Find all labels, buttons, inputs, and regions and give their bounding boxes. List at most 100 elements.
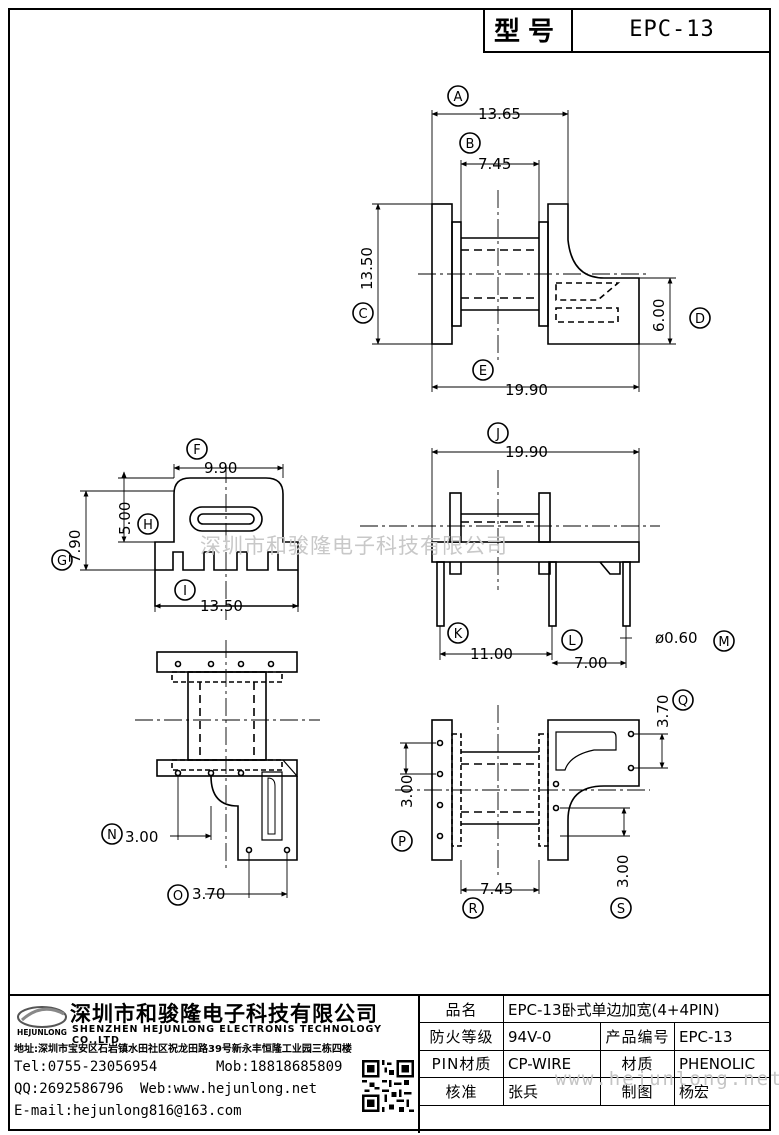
front-view (360, 448, 660, 668)
svg-text:E: E (479, 364, 487, 379)
spec-row-approval: 核准 张兵 制图 杨宏 (420, 1078, 771, 1106)
svg-text:K: K (454, 627, 463, 642)
marker-F: F (186, 438, 208, 460)
spec-mat-value: PHENOLIC (679, 1054, 756, 1073)
company-logo-icon: HEJUNLONG (17, 1006, 67, 1037)
marker-E: E (472, 359, 494, 381)
company-mob: Mob:18818685809 (216, 1059, 343, 1075)
marker-Q: Q (672, 689, 694, 711)
spec-row-material: PIN材质 CP-WIRE 材质 PHENOLIC (420, 1050, 771, 1079)
title-block: HEJUNLONG 深圳市和骏隆电子科技有限公司 SHENZHEN HEJUNL… (8, 994, 771, 1133)
spec-name-value: EPC-13卧式单边加宽(4+4PIN) (508, 1000, 720, 1019)
spec-draw-label: 制图 (601, 1078, 675, 1105)
marker-R: R (462, 897, 484, 919)
marker-O: O (167, 884, 189, 906)
spec-row-fire: 防火等级 94V-0 产品编号 EPC-13 (420, 1023, 771, 1051)
svg-text:B: B (466, 137, 475, 152)
dim-D: 6.00 (650, 299, 668, 332)
logo-text: HEJUNLONG (17, 1028, 67, 1037)
side-view (80, 464, 299, 620)
spec-table: 品名 EPC-13卧式单边加宽(4+4PIN) 防火等级 94V-0 产品编号 … (420, 996, 771, 1133)
svg-text:C: C (358, 307, 367, 322)
model-label: 型号 (485, 8, 573, 51)
dim-A: 13.65 (478, 105, 521, 123)
marker-M: M (713, 630, 735, 652)
spec-code-value: EPC-13 (679, 1027, 733, 1046)
spec-row-name: 品名 EPC-13卧式单边加宽(4+4PIN) (420, 996, 771, 1024)
marker-J: J (487, 422, 509, 444)
marker-G: G (51, 549, 73, 571)
model-header: 型号 EPC-13 (483, 8, 771, 53)
svg-text:R: R (468, 902, 477, 917)
company-name-cn: 深圳市和骏隆电子科技有限公司 (70, 1001, 378, 1026)
technical-drawing: 13.65 7.45 13.50 6.00 19.90 9.90 7.90 5.… (51, 85, 735, 919)
svg-text:D: D (695, 312, 705, 327)
marker-P: P (391, 830, 413, 852)
dim-K: 11.00 (470, 645, 513, 663)
drawing-frame (8, 8, 771, 1131)
marker-S: S (610, 897, 632, 919)
svg-text:Q: Q (678, 694, 688, 709)
model-value: EPC-13 (629, 17, 715, 42)
svg-text:J: J (495, 427, 500, 442)
svg-text:A: A (454, 90, 463, 105)
bottom-view-left (135, 640, 320, 898)
marker-D: D (689, 307, 711, 329)
dim-M: ø0.60 (655, 629, 698, 647)
dim-I: 13.50 (200, 597, 243, 615)
spec-pin-label: PIN材质 (420, 1050, 504, 1078)
spec-fire-label: 防火等级 (420, 1023, 504, 1050)
spec-check-label: 核准 (420, 1078, 504, 1105)
marker-L: L (561, 629, 583, 651)
spec-code-label: 产品编号 (601, 1023, 675, 1050)
company-web: Web:www.hejunlong.net (140, 1081, 318, 1097)
dim-G: 7.90 (66, 530, 84, 563)
svg-text:F: F (193, 443, 200, 458)
svg-text:M: M (718, 635, 729, 650)
dim-F: 9.90 (204, 459, 237, 477)
svg-text:P: P (398, 835, 406, 850)
dim-L: 7.00 (574, 654, 607, 672)
dim-E: 19.90 (505, 381, 548, 399)
dim-S: 3.00 (614, 855, 632, 888)
dim-O: 3.70 (192, 885, 225, 903)
spec-mat-label: 材质 (601, 1050, 675, 1078)
svg-text:S: S (617, 902, 625, 917)
svg-text:H: H (143, 518, 153, 533)
company-tel: Tel:0755-23056954 (14, 1059, 158, 1075)
dim-N: 3.00 (125, 828, 158, 846)
svg-text:G: G (57, 554, 67, 569)
company-name-en: SHENZHEN HEJUNLONG ELECTRONIS TECHNOLOGY… (72, 1024, 382, 1046)
watermark-url: www.hejunlong.net (555, 1068, 779, 1090)
company-qq: QQ:2692586796 (14, 1081, 124, 1097)
spec-draw-value: 杨宏 (679, 1082, 710, 1101)
spec-row-blank (420, 1106, 771, 1133)
dim-Q: 3.70 (654, 695, 672, 728)
marker-H: H (137, 513, 159, 535)
marker-A: A (447, 85, 469, 107)
marker-K: K (447, 622, 469, 644)
svg-text:N: N (107, 828, 117, 843)
svg-text:I: I (183, 584, 187, 599)
dim-P: 3.00 (398, 775, 416, 808)
marker-B: B (459, 132, 481, 154)
marker-C: C (352, 302, 374, 324)
dim-H: 5.00 (116, 502, 134, 535)
watermark-text: 深圳市和骏隆电子科技有限公司 (200, 534, 508, 558)
company-info: HEJUNLONG 深圳市和骏隆电子科技有限公司 SHENZHEN HEJUNL… (8, 996, 420, 1133)
qr-code-icon (362, 1060, 414, 1112)
spec-name-label: 品名 (420, 996, 504, 1023)
svg-text:O: O (173, 889, 183, 904)
spec-fire-value: 94V-0 (504, 1023, 601, 1050)
marker-N: N (101, 823, 123, 845)
company-email: E-mail:hejunlong816@163.com (14, 1103, 242, 1119)
top-view (372, 110, 676, 392)
spec-pin-value: CP-WIRE (504, 1050, 601, 1078)
dim-B: 7.45 (478, 155, 511, 173)
spec-check-value: 张兵 (504, 1078, 601, 1105)
bottom-view-right (395, 705, 668, 894)
svg-text:L: L (568, 634, 576, 649)
dim-R: 7.45 (480, 880, 513, 898)
dim-C: 13.50 (358, 247, 376, 290)
company-address: 地址:深圳市宝安区石岩镇水田社区祝龙田路39号新永丰恒隆工业园三栋四楼 (14, 1044, 352, 1055)
